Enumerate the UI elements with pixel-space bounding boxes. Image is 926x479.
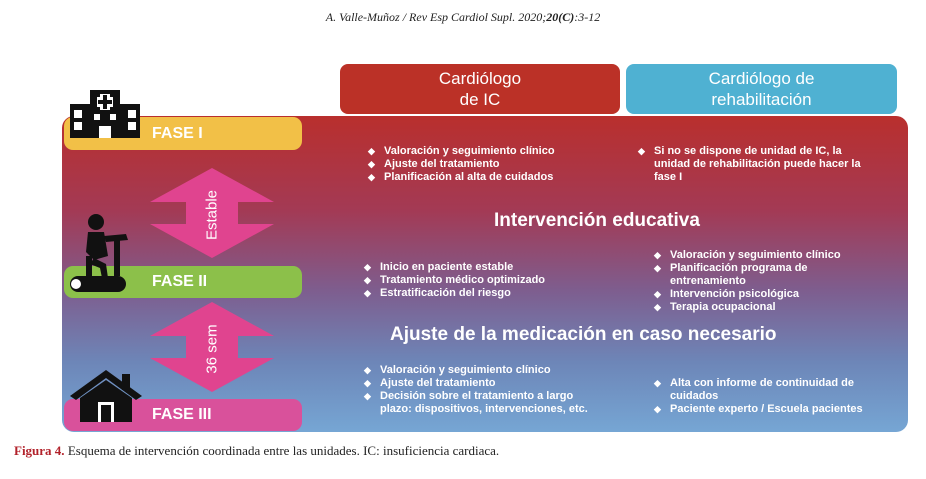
column-header-ic-line1: Cardiólogo <box>438 69 522 88</box>
fase3-ic-list: Valoración y seguimiento clínico Ajuste … <box>364 364 594 416</box>
arrow-label-weeks: 36 sem <box>203 324 221 374</box>
house-icon <box>70 370 142 422</box>
column-header-ic-line2: de IC <box>459 90 501 109</box>
list-item: Valoración y seguimiento clínico <box>364 364 594 377</box>
list-item: Terapia ocupacional <box>654 301 884 314</box>
hospital-icon <box>70 90 140 138</box>
fase2-ic-list: Inicio en paciente estable Tratamiento m… <box>364 261 624 300</box>
fase3-rehab-list: Alta con informe de continuidad de cuida… <box>654 377 894 416</box>
exercise-bike-icon <box>70 214 128 292</box>
list-item: Paciente experto / Escuela pacientes <box>654 403 894 416</box>
shared-intervention-educativa: Intervención educativa <box>494 210 700 231</box>
stable-double-arrow <box>150 168 274 258</box>
list-item: Ajuste del tratamiento <box>364 377 594 390</box>
column-header-ic: Cardiólogo de IC <box>340 64 620 114</box>
list-item: Planificación al alta de cuidados <box>368 171 618 184</box>
list-item: Planificación programa de entrenamiento <box>654 262 884 288</box>
list-item: Valoración y seguimiento clínico <box>654 249 884 262</box>
list-item: Estratificación del riesgo <box>364 287 624 300</box>
fase1-rehab-list: Si no se dispone de unidad de IC, la uni… <box>638 145 878 184</box>
list-item: Decisión sobre el tratamiento a largo pl… <box>364 390 594 416</box>
weeks-double-arrow <box>150 302 274 392</box>
list-item: Intervención psicológica <box>654 288 884 301</box>
column-header-rehab-line1: Cardiólogo de <box>708 69 815 88</box>
fase2-rehab-list: Valoración y seguimiento clínico Planifi… <box>654 249 884 314</box>
list-item: Si no se dispone de unidad de IC, la uni… <box>638 145 878 184</box>
figure-label: Figura 4. <box>14 443 65 458</box>
column-header-rehab-line2: rehabilitación <box>711 90 812 109</box>
figure-caption-text: Esquema de intervención coordinada entre… <box>64 443 500 458</box>
figure-caption: Figura 4. Esquema de intervención coordi… <box>14 443 499 459</box>
column-header-rehab: Cardiólogo de rehabilitación <box>626 64 897 114</box>
shared-ajuste-medicacion: Ajuste de la medicación en caso necesari… <box>390 324 777 345</box>
journal-header: A. Valle-Muñoz / Rev Esp Cardiol Supl. 2… <box>325 10 601 24</box>
list-item: Ajuste del tratamiento <box>368 158 618 171</box>
list-item: Alta con informe de continuidad de cuida… <box>654 377 894 403</box>
fase1-ic-list: Valoración y seguimiento clínico Ajuste … <box>368 145 618 184</box>
list-item: Inicio en paciente estable <box>364 261 624 274</box>
list-item: Valoración y seguimiento clínico <box>368 145 618 158</box>
list-item: Tratamiento médico optimizado <box>364 274 624 287</box>
arrow-label-stable: Estable <box>203 189 221 241</box>
